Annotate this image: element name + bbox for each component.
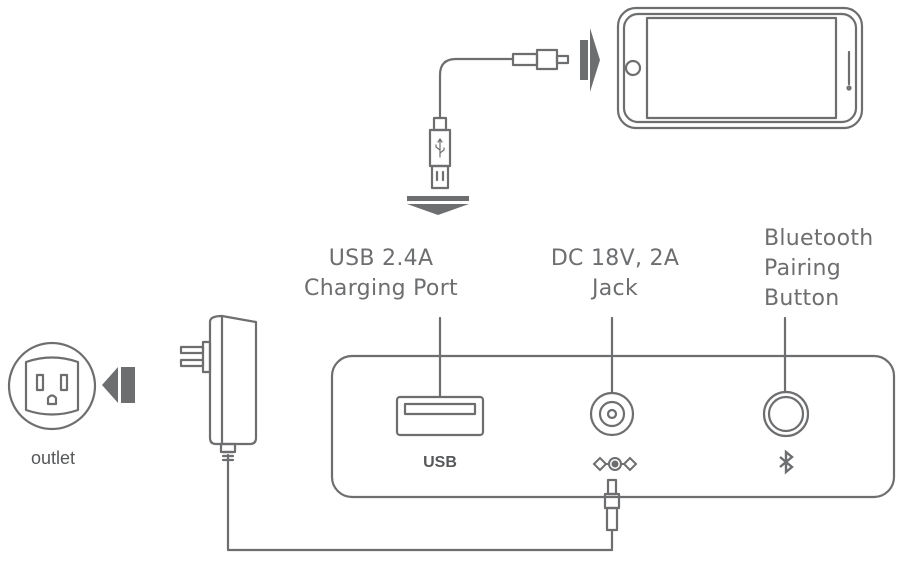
dc-jack-callout-line1: DC 18V, 2A	[550, 246, 680, 271]
bt-button-callout: Bluetooth Pairing Button	[764, 224, 899, 314]
control-panel	[330, 316, 896, 499]
ac-adapter-icon	[179, 314, 258, 462]
usb-port-callout-line2: Charging Port	[304, 276, 458, 301]
bluetooth-pairing-button	[762, 390, 810, 438]
arrow-icon	[102, 367, 135, 403]
dc-jack	[589, 391, 635, 437]
dc-plug	[603, 478, 621, 552]
usb-port-callout-line1: USB 2.4A	[328, 246, 434, 271]
bluetooth-icon	[779, 449, 794, 475]
bt-button-callout-line1: Bluetooth	[764, 226, 874, 251]
dc-jack-callout-line2: Jack	[591, 276, 638, 301]
wall-outlet-icon	[7, 341, 97, 431]
dc-jack-callout: DC 18V, 2A Jack	[540, 244, 690, 304]
usb-port-callout: USB 2.4A Charging Port	[290, 244, 472, 304]
bt-button-callout-line3: Button	[764, 286, 840, 311]
smartphone-icon	[616, 6, 864, 130]
lightning-usb-cable-icon	[428, 48, 570, 190]
dc-polarity-icon	[592, 456, 638, 472]
outlet-label: outlet	[30, 448, 76, 468]
dc-power-cable	[226, 453, 614, 552]
bt-button-callout-line2: Pairing	[764, 256, 842, 281]
usb-panel-label: USB	[423, 454, 457, 471]
arrow-icon	[407, 196, 469, 215]
usb-charging-port	[395, 395, 485, 437]
arrow-icon	[580, 28, 600, 92]
